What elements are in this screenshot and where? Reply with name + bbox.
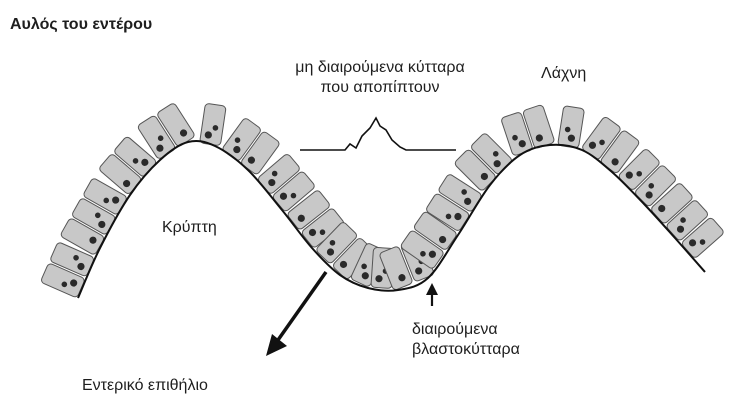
lumen-label: Αυλός του εντέρου <box>10 15 152 35</box>
cells-layer <box>40 102 724 298</box>
dying-cells-line-2: που αποπίπτουν <box>240 78 520 98</box>
stem-cells-line-2: βλαστοκύτταρα <box>412 340 562 360</box>
crypt-label: Κρύπτη <box>162 218 217 238</box>
epithelial-cell <box>558 106 585 149</box>
epithelium-arrow-line <box>278 272 326 340</box>
apoptosis-indicator-line <box>300 118 456 150</box>
dying-cells-line-1: μη διαιρούμενα κύτταρα <box>240 58 520 78</box>
cell-body <box>200 103 227 146</box>
dying-cells-label: μη διαιρούμενα κύτταρα που αποπίπτουν <box>240 58 520 98</box>
epithelium-arrowhead <box>266 334 287 356</box>
epithelium-label: Εντερικό επιθήλιο <box>82 376 208 396</box>
stem-cell-arrowhead <box>426 283 438 295</box>
cell-body <box>558 106 585 149</box>
stem-cells-label: διαιρούμενα βλαστοκύτταρα <box>412 320 562 360</box>
epithelial-cell <box>200 103 227 146</box>
villus-label: Λάχνη <box>541 64 586 84</box>
stem-cells-line-1: διαιρούμενα <box>412 320 562 340</box>
